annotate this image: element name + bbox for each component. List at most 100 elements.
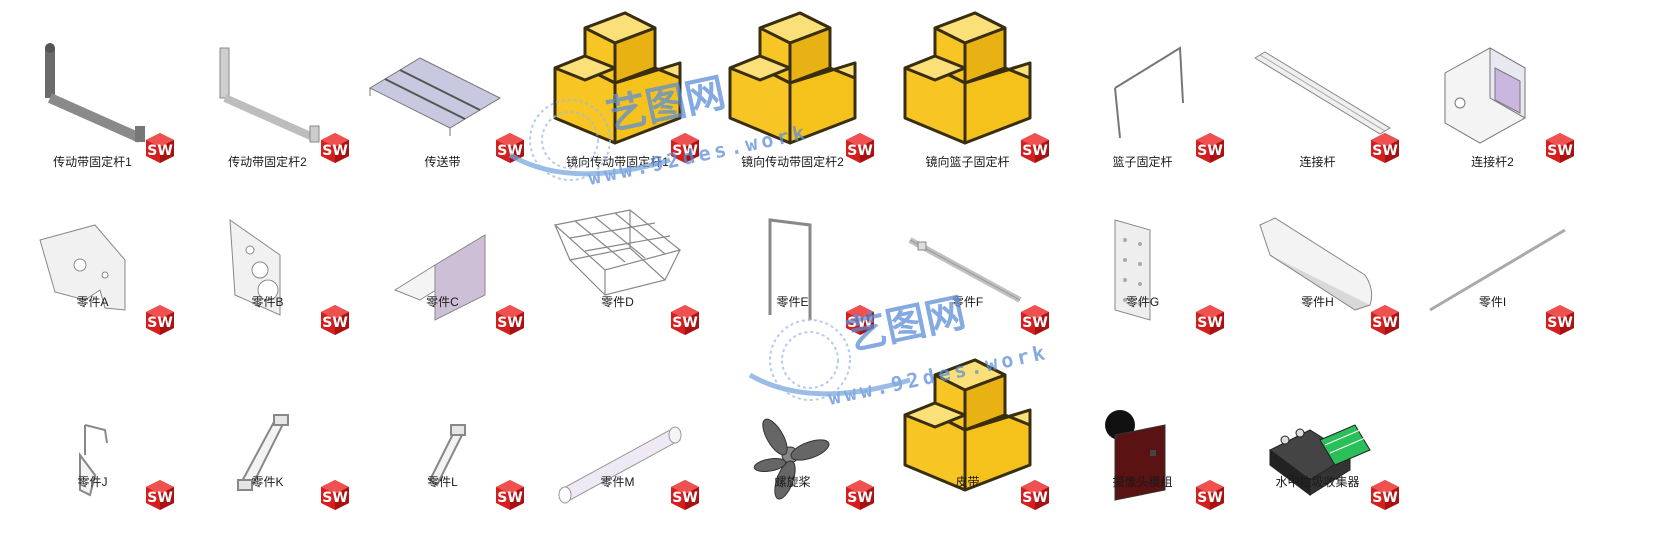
hook-icon xyxy=(15,355,170,505)
square-tube-icon xyxy=(1415,8,1570,158)
solidworks-badge-icon: SW xyxy=(1019,304,1051,336)
svg-text:SW: SW xyxy=(1197,315,1223,331)
svg-text:SW: SW xyxy=(672,490,698,506)
file-tile[interactable]: SW 零件A xyxy=(5,180,180,360)
plate-a-icon xyxy=(15,180,170,330)
file-name-label: 零件K xyxy=(251,475,284,489)
file-name-label: 零件B xyxy=(251,295,284,309)
file-tile[interactable]: SW 零件F xyxy=(880,180,1055,360)
file-name-label: 篮子固定杆 xyxy=(1112,155,1173,169)
svg-text:SW: SW xyxy=(147,490,173,506)
plate-b-icon xyxy=(190,180,345,330)
file-name-label: 零件D xyxy=(601,295,634,309)
file-name-label: 水中垃圾收集器 xyxy=(1275,475,1360,489)
file-name-label: 传动带固定杆1 xyxy=(53,155,132,169)
diagonal-rod-icon xyxy=(1415,180,1570,330)
file-tile[interactable]: SW 传动带固定杆2 xyxy=(180,8,355,188)
solidworks-badge-icon: SW xyxy=(844,304,876,336)
solidworks-badge-icon: SW xyxy=(844,479,876,511)
file-name-label: 传动带固定杆2 xyxy=(228,155,307,169)
file-tile[interactable]: SW 传送带 xyxy=(355,8,530,188)
svg-text:SW: SW xyxy=(1372,315,1398,331)
file-tile[interactable]: SW 皮带 xyxy=(880,355,1055,535)
svg-text:SW: SW xyxy=(322,315,348,331)
solidworks-badge-icon: SW xyxy=(494,304,526,336)
bent-wire-icon xyxy=(1065,8,1220,158)
long-bar-icon xyxy=(1240,8,1395,158)
svg-text:SW: SW xyxy=(1022,315,1048,331)
file-name-label: 摄像头模组 xyxy=(1112,475,1173,489)
garbage-collector-icon xyxy=(1240,355,1395,505)
file-name-label: 零件E xyxy=(776,295,809,309)
svg-text:SW: SW xyxy=(672,315,698,331)
file-name-label: 连接杆2 xyxy=(1471,155,1514,169)
file-tile[interactable]: SW 镜向篮子固定杆 xyxy=(880,8,1055,188)
svg-text:SW: SW xyxy=(847,315,873,331)
svg-text:SW: SW xyxy=(1197,143,1223,159)
propeller-icon xyxy=(715,355,870,505)
file-tile[interactable]: SW 镜向传动带固定杆1 xyxy=(530,8,705,188)
file-tile[interactable]: SW 零件L xyxy=(355,355,530,535)
conveyor-belt-icon xyxy=(365,8,520,158)
file-tile[interactable]: SW 零件J xyxy=(5,355,180,535)
file-tile[interactable]: SW 零件H xyxy=(1230,180,1405,360)
file-name-label: 零件A xyxy=(76,295,109,309)
svg-text:SW: SW xyxy=(322,143,348,159)
file-tile[interactable]: SW 零件C xyxy=(355,180,530,360)
thin-rod-icon xyxy=(890,180,1045,330)
solidworks-badge-icon: SW xyxy=(844,132,876,164)
solidworks-badge-icon: SW xyxy=(1019,132,1051,164)
file-tile[interactable]: SW 零件B xyxy=(180,180,355,360)
file-name-label: 螺旋桨 xyxy=(774,475,811,489)
file-tile[interactable]: SW 零件D xyxy=(530,180,705,360)
solidworks-badge-icon: SW xyxy=(1194,304,1226,336)
file-name-label: 零件F xyxy=(951,295,984,309)
rod-l-icon xyxy=(15,8,170,158)
file-tile[interactable]: SW 螺旋桨 xyxy=(705,355,880,535)
svg-text:SW: SW xyxy=(1372,490,1398,506)
solidworks-badge-icon: SW xyxy=(1369,479,1401,511)
file-tile[interactable]: SW 传动带固定杆1 xyxy=(5,8,180,188)
file-name-label: 连接杆 xyxy=(1299,155,1336,169)
file-tile[interactable]: SW 连接杆 xyxy=(1230,8,1405,188)
file-name-label: 零件L xyxy=(427,475,458,489)
solidworks-badge-icon: SW xyxy=(1544,132,1576,164)
file-tile[interactable]: SW 摄像头模组 xyxy=(1055,355,1230,535)
file-tile[interactable]: SW 连接杆2 xyxy=(1405,8,1580,188)
bracket-c-icon xyxy=(365,180,520,330)
svg-text:SW: SW xyxy=(497,315,523,331)
perforated-plate-icon xyxy=(1065,180,1220,330)
svg-text:SW: SW xyxy=(322,490,348,506)
svg-text:SW: SW xyxy=(147,315,173,331)
angled-link-icon xyxy=(190,355,345,505)
solidworks-badge-icon: SW xyxy=(669,479,701,511)
placeholder-part-icon xyxy=(890,8,1045,158)
rod-l-light-icon xyxy=(190,8,345,158)
cylinder-icon xyxy=(540,355,695,505)
solidworks-badge-icon: SW xyxy=(144,479,176,511)
solidworks-badge-icon: SW xyxy=(144,132,176,164)
file-tile[interactable]: SW 零件K xyxy=(180,355,355,535)
svg-text:SW: SW xyxy=(1197,490,1223,506)
svg-text:SW: SW xyxy=(847,143,873,159)
solidworks-badge-icon: SW xyxy=(1544,304,1576,336)
file-name-label: 镜向篮子固定杆 xyxy=(925,155,1010,169)
svg-text:SW: SW xyxy=(497,490,523,506)
solidworks-badge-icon: SW xyxy=(319,132,351,164)
file-tile[interactable]: SW 篮子固定杆 xyxy=(1055,8,1230,188)
file-name-label: 传送带 xyxy=(424,155,461,169)
file-name-label: 皮带 xyxy=(955,475,980,489)
file-tile[interactable]: SW 水中垃圾收集器 xyxy=(1230,355,1405,535)
file-tile[interactable]: SW 零件E xyxy=(705,180,880,360)
file-tile[interactable]: SW 零件M xyxy=(530,355,705,535)
placeholder-part-icon xyxy=(890,355,1045,505)
file-tile[interactable]: SW 零件I xyxy=(1405,180,1580,360)
file-name-label: 零件C xyxy=(426,295,459,309)
file-tile[interactable]: SW 镜向传动带固定杆2 xyxy=(705,8,880,188)
solidworks-badge-icon: SW xyxy=(1194,479,1226,511)
solidworks-badge-icon: SW xyxy=(319,304,351,336)
solidworks-badge-icon: SW xyxy=(1369,304,1401,336)
file-tile[interactable]: SW 零件G xyxy=(1055,180,1230,360)
file-name-label: 零件G xyxy=(1125,295,1160,309)
